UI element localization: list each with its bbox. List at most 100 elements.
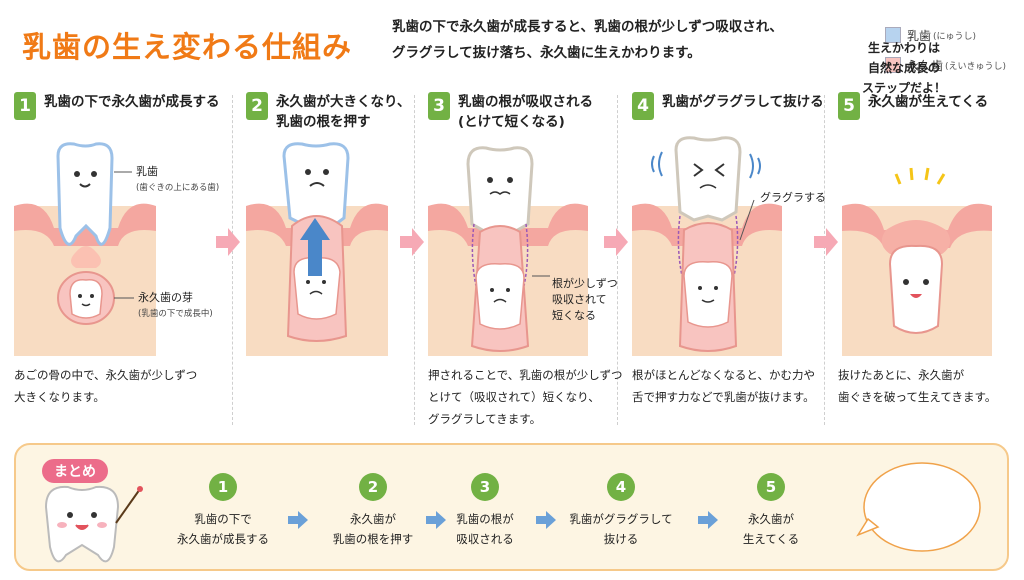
intro-line-2: グラグラして抜け落ち、永久歯に生えかわります。 [392,45,701,61]
bubble-line: ステップだよ！ [861,81,946,95]
next-arrow-icon [216,228,240,256]
summary-label-line: 乳歯の下で [194,512,252,526]
next-arrow-icon [814,228,838,256]
tooth-mascot-icon [44,485,143,563]
step-number: 1 [14,92,36,120]
summary-label-line: 吸収される [456,532,514,546]
step-desc-line: とけて（吸収されて）短くなり、 [428,390,600,404]
summary-step-5: 5 永久歯が 生えてくる [706,473,836,549]
legend-note: (にゅうし) [933,31,977,42]
step-divider [824,95,825,425]
step-divider [414,95,415,425]
speech-bubble-text: 生えかわりは 自然な成長の ステップだよ！ [848,38,960,98]
summary-label: 永久歯が 生えてくる [706,509,836,549]
step-desc-line: 歯ぐきを破って生えてきます。 [838,390,997,404]
summary-badge: まとめ [42,459,108,483]
summary-step-4: 4 乳歯がグラグラして 抜ける [556,473,686,549]
step-desc-line: 根がほとんどなくなると、かむ力や [632,368,815,382]
summary-arrow-icon [288,511,308,529]
annotation-root-resorption: 根が少しずつ 吸収されて 短くなる [552,276,618,324]
summary-step-1: 1 乳歯の下で 永久歯が成長する [158,473,288,549]
step-description: 抜けたあとに、永久歯が 歯ぐきを破って生えてきます。 [838,364,996,408]
speech-bubble-icon [856,462,981,552]
step-header: 4 乳歯がグラグラして抜ける [632,92,824,120]
step-divider [232,95,233,425]
summary-panel: まとめ 1 乳歯の下で 永久歯が成長する 2 永久歯が 乳歯の根を押す 3 乳歯… [14,443,1009,571]
step-number: 3 [428,92,450,120]
step-desc-line: 抜けたあとに、永久歯が [838,368,965,382]
summary-arrow-icon [536,511,556,529]
step-description: 根がほとんどなくなると、かむ力や 舌で押す力などで乳歯が抜けます。 [632,364,815,408]
summary-number: 5 [757,473,785,501]
step-title-line: 乳歯がグラグラして抜ける [662,94,824,110]
summary-number: 3 [471,473,499,501]
step-desc-line: 大きくなります。 [14,390,105,404]
summary-step-3: 3 乳歯の根が 吸収される [420,473,550,549]
intro-text: 乳歯の下で永久歯が成長すると、乳歯の根が少しずつ吸収され、 グラグラして抜け落ち… [392,14,862,66]
summary-label: 乳歯の根が 吸収される [420,509,550,549]
step-1-illustration [14,142,156,356]
bubble-line: 自然な成長の [867,61,940,75]
annotation-note: (乳歯の下で成長中) [138,309,213,319]
step-title-line: 永久歯が生えてくる [868,94,989,110]
legend-swatch-blue [885,27,901,43]
summary-label-line: 乳歯の根が [456,512,514,526]
summary-label: 乳歯がグラグラして 抜ける [556,509,686,549]
summary-number: 4 [607,473,635,501]
step-title-line: 乳歯の根を押す [276,114,371,130]
summary-number: 1 [209,473,237,501]
legend: 乳歯 (にゅうし) 永久歯 (えいきゅうし) [885,24,1006,84]
summary-label-line: 永久歯が成長する [177,532,269,546]
step-title-line: 乳歯の根が吸収される [458,94,593,110]
annotation-label: グラグラする [760,191,826,204]
step-2-illustration [246,142,388,356]
summary-label-line: 乳歯の根を押す [332,532,414,546]
step-desc-line: あごの骨の中で、永久歯が少しずつ [14,368,198,382]
annotation-wobble: グラグラする [760,190,826,206]
summary-label-line: 永久歯が [350,512,396,526]
step-desc-line: グラグラしてきます。 [428,412,542,426]
step-header: 1 乳歯の下で永久歯が成長する [14,92,220,120]
legend-item-permanent-tooth: 永久歯 (えいきゅうし) [885,54,1006,76]
summary-label-line: 永久歯が [748,512,794,526]
step-title: 乳歯の下で永久歯が成長する [44,92,220,112]
step-header: 5 永久歯が生えてくる [838,92,988,120]
legend-label: 永久歯 [907,58,944,73]
step-number: 4 [632,92,654,120]
step-desc-line: 舌で押す力などで乳歯が抜けます。 [632,390,815,404]
step-5-illustration [842,167,992,356]
annotation-label: 吸収されて [552,293,607,306]
step-title-line: 乳歯の下で永久歯が成長する [44,94,220,110]
step-divider [617,95,618,425]
summary-label-line: 生えてくる [742,532,800,546]
legend-label: 乳歯 [907,28,932,43]
legend-swatch-pink [885,57,901,73]
summary-number: 2 [359,473,387,501]
bubble-line: 生えかわりは [867,41,940,55]
summary-label: 永久歯が 乳歯の根を押す [308,509,438,549]
step-header: 3 乳歯の根が吸収される (とけて短くなる) [428,92,593,132]
annotation-baby-tooth: 乳歯 (歯ぐきの上にある歯) [136,164,219,196]
step-3-illustration [428,146,588,356]
next-arrow-icon [604,228,628,256]
summary-arrow-icon [426,511,446,529]
step-title-line: (とけて短くなる) [458,114,565,130]
annotation-label: 根が少しずつ [552,277,618,290]
legend-item-baby-tooth: 乳歯 (にゅうし) [885,24,1006,46]
step-4-illustration [632,136,782,356]
step-number: 2 [246,92,268,120]
step-title-line: 永久歯が大きくなり、 [276,94,411,110]
step-description: 押されることで、乳歯の根が少しずつ とけて（吸収されて）短くなり、 グラグラして… [428,364,622,430]
next-arrow-icon [400,228,424,256]
annotation-note: (歯ぐきの上にある歯) [136,183,220,193]
step-desc-line: 押されることで、乳歯の根が少しずつ [428,368,623,382]
step-header: 2 永久歯が大きくなり、 乳歯の根を押す [246,92,410,132]
summary-step-2: 2 永久歯が 乳歯の根を押す [308,473,438,549]
annotation-label: 短くなる [552,309,596,322]
step-description: あごの骨の中で、永久歯が少しずつ 大きくなります。 [14,364,197,408]
summary-label-line: 乳歯がグラグラして [569,512,673,526]
summary-label-line: 抜ける [603,532,639,546]
step-title: 永久歯が大きくなり、 乳歯の根を押す [276,92,410,132]
step-title: 永久歯が生えてくる [868,92,988,112]
annotation-label: 永久歯の芽 [138,291,193,304]
